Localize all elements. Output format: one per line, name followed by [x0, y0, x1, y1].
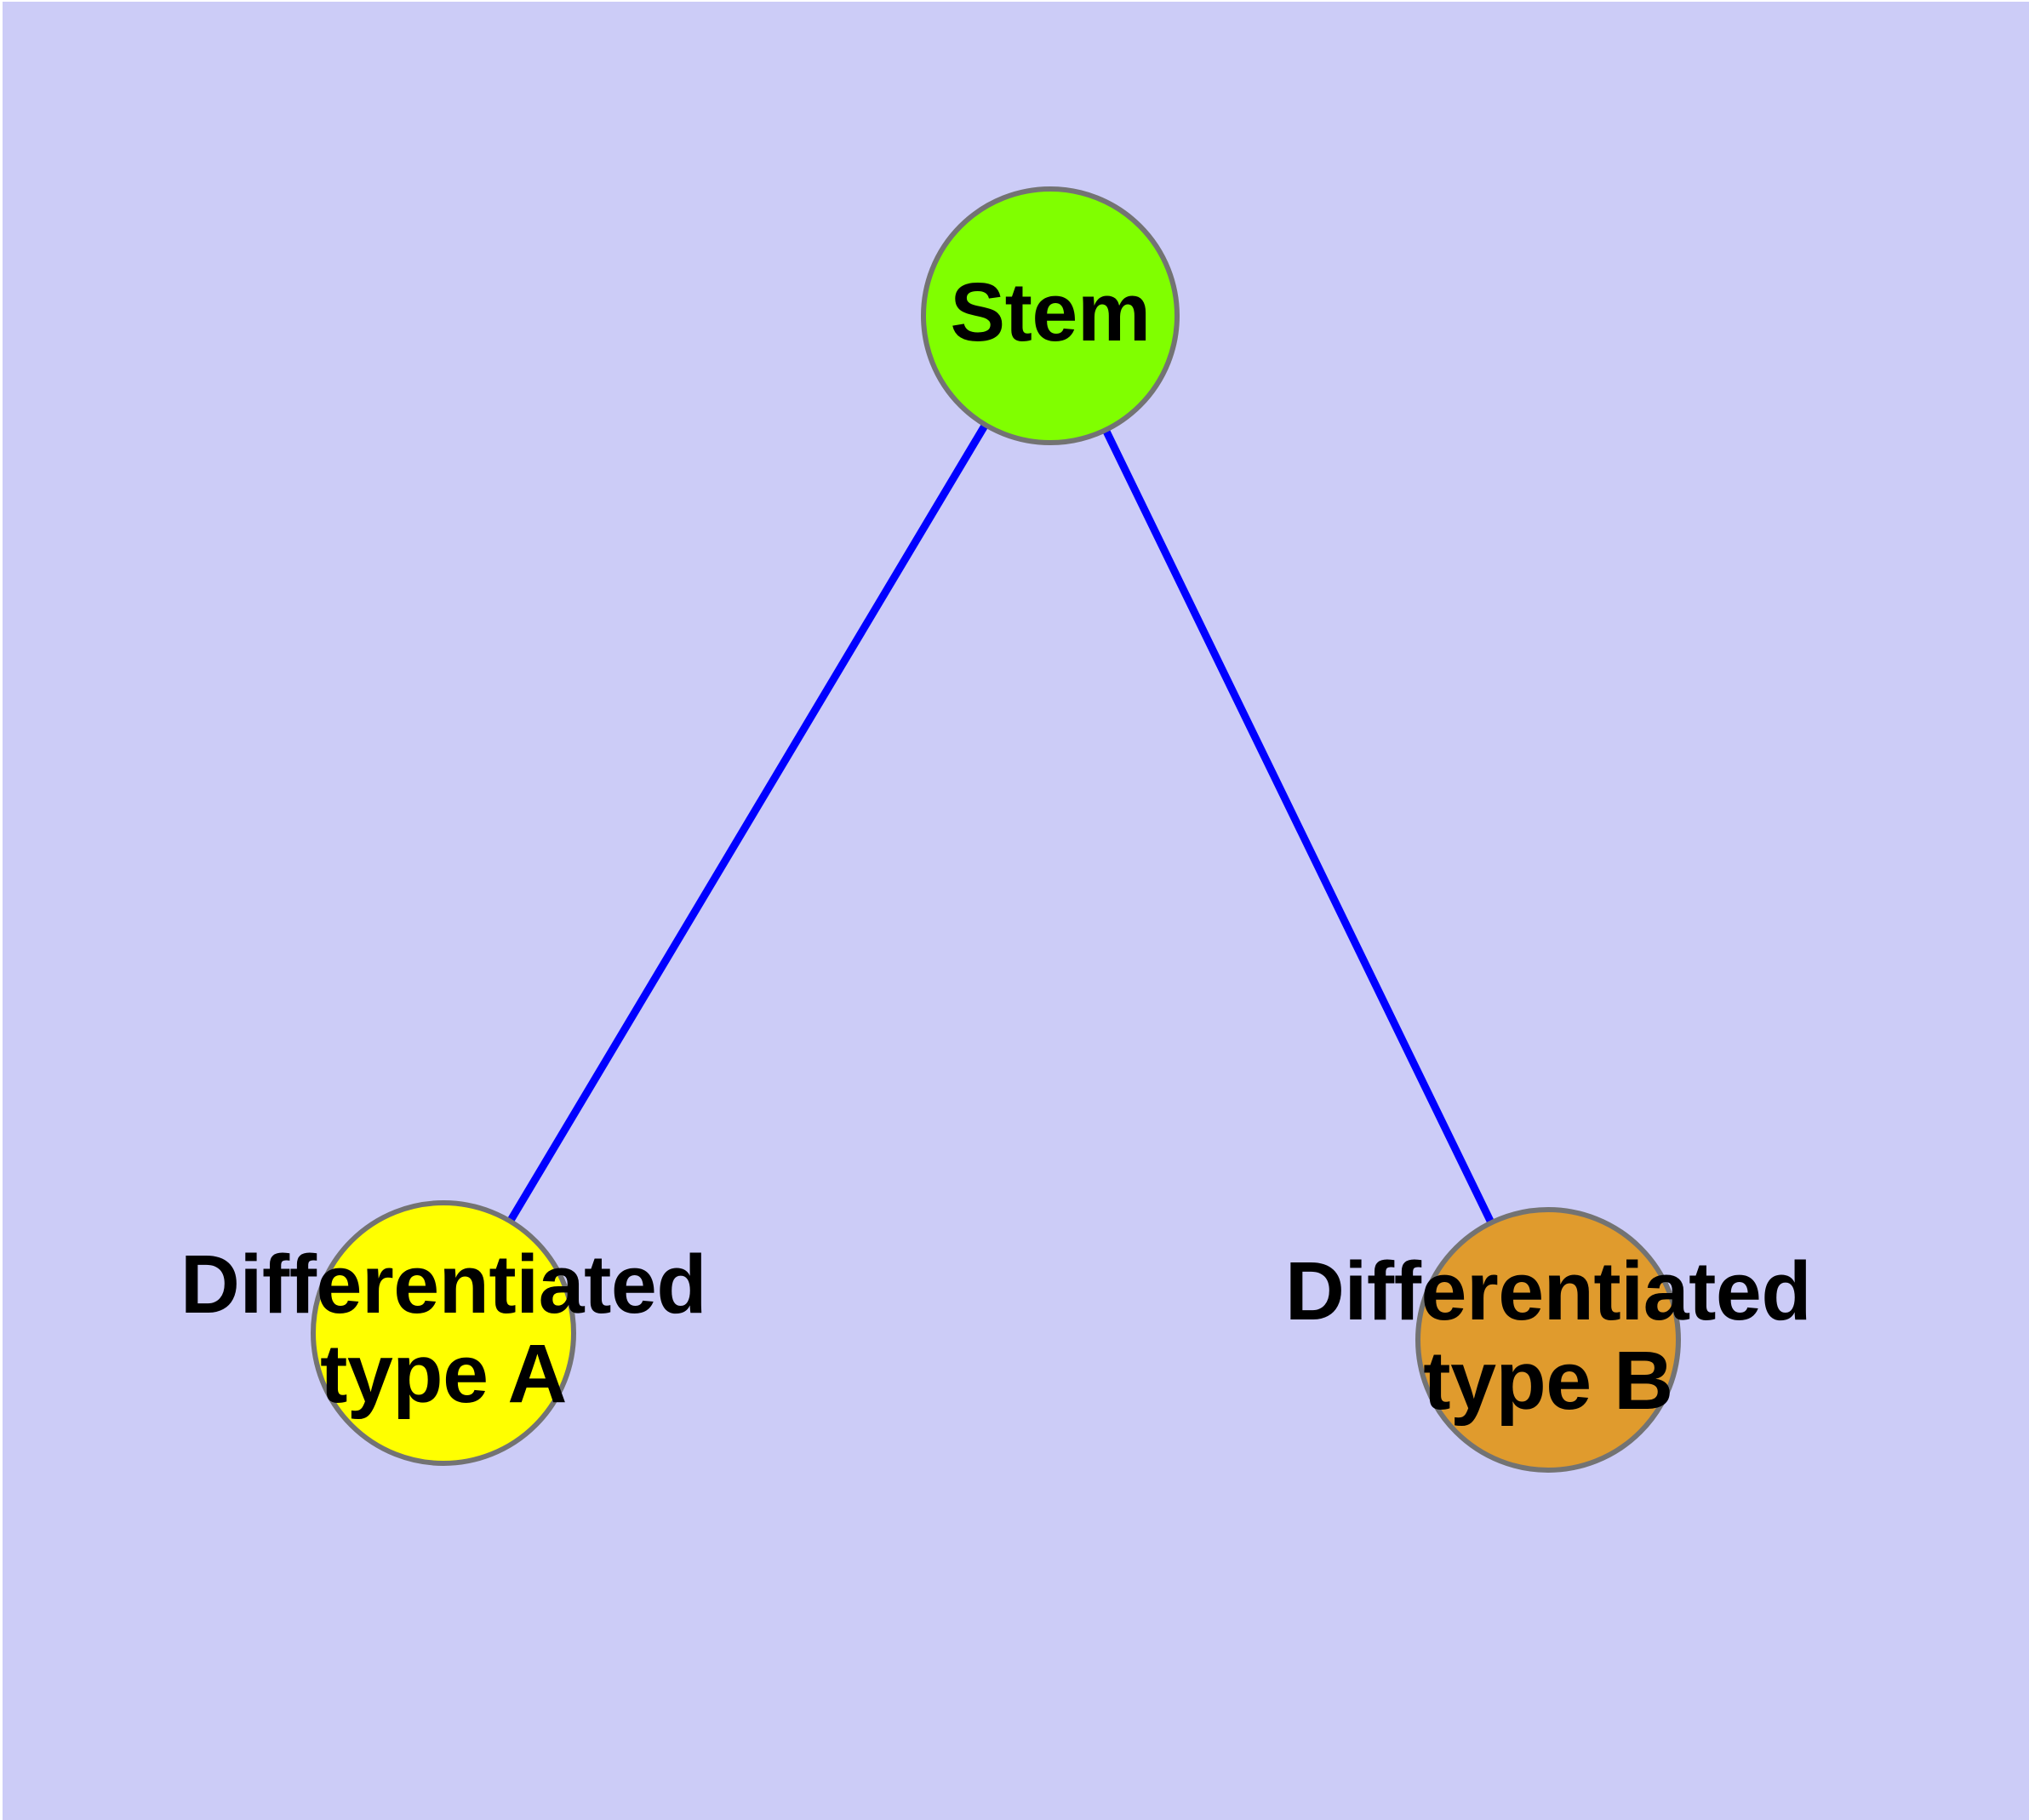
graph-node-diff_a[interactable] [311, 1200, 576, 1466]
graph-edge[interactable] [1046, 314, 1552, 1342]
graph-edge[interactable] [440, 313, 1054, 1336]
node-layer [311, 186, 1681, 1473]
edge-layer [440, 313, 1552, 1342]
graph-node-diff_b[interactable] [1415, 1207, 1681, 1473]
graph-node-stem[interactable] [921, 186, 1180, 445]
